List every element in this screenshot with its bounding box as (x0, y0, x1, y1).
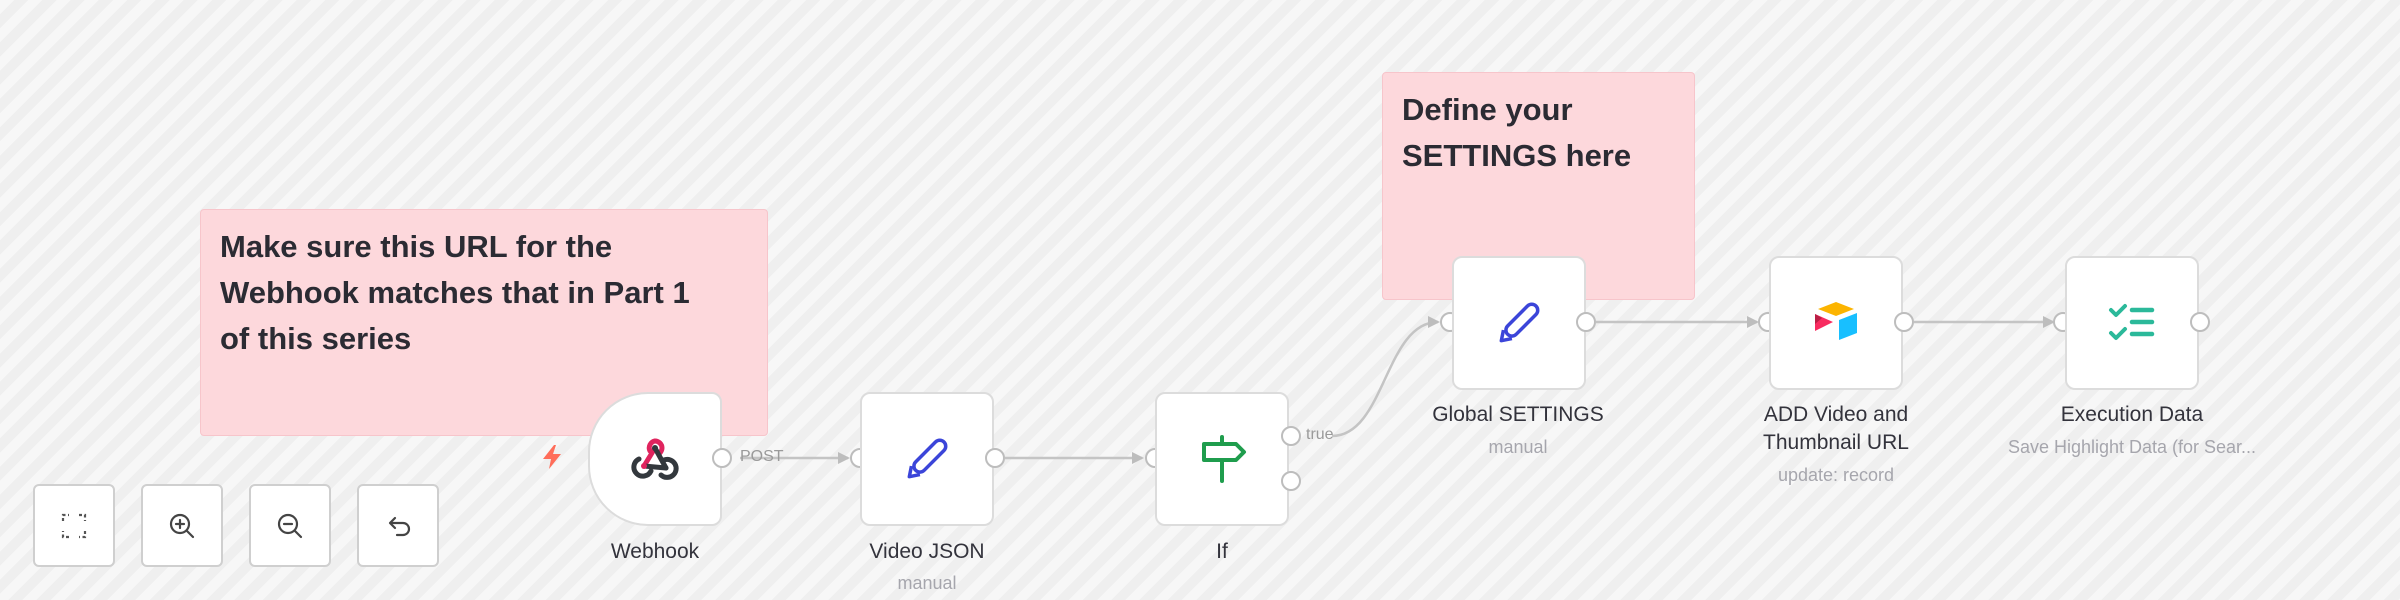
node-title-line: Thumbnail URL (1763, 431, 1909, 454)
video-json-output-handle[interactable] (985, 448, 1005, 468)
node-title-line: ADD Video and (1763, 403, 1909, 426)
sticky-note-line: Make sure this URL for the (220, 229, 613, 264)
node-title: Video JSON (869, 540, 985, 563)
global-settings-output-handle[interactable] (1576, 312, 1596, 332)
sticky-note-webhook-url[interactable]: Make sure this URL for the Webhook match… (200, 209, 768, 436)
node-webhook[interactable] (588, 392, 722, 526)
node-title: If (1216, 540, 1228, 563)
node-subtitle: Save Highlight Data (for Sear... (2007, 437, 2257, 457)
sticky-note-line: SETTINGS here (1402, 138, 1632, 173)
node-execution-data[interactable] (2065, 256, 2199, 390)
airtable-output-handle[interactable] (1894, 312, 1914, 332)
zoom-in-button[interactable] (141, 484, 223, 567)
node-title: Webhook (610, 540, 700, 563)
execution-data-output-handle[interactable] (2190, 312, 2210, 332)
edge-label-true: true (1306, 426, 1334, 443)
if-false-output-handle[interactable] (1281, 471, 1301, 491)
node-airtable[interactable] (1769, 256, 1903, 390)
signpost-icon (1202, 435, 1246, 483)
sticky-note-line: Webhook matches that in Part 1 (220, 275, 690, 310)
node-if[interactable] (1155, 392, 1289, 526)
undo-icon (388, 516, 411, 536)
node-subtitle: manual (897, 573, 957, 593)
bolt-icon (543, 445, 561, 469)
reset-zoom-button[interactable] (357, 484, 439, 567)
pen-icon (1499, 302, 1540, 343)
edge-label-post: POST (740, 448, 784, 465)
node-title: Execution Data (2060, 403, 2204, 426)
node-global-settings[interactable] (1452, 256, 1586, 390)
pen-icon (907, 438, 948, 479)
node-title: Global SETTINGS (1432, 403, 1604, 426)
node-subtitle: update: record (1777, 465, 1895, 485)
zoom-to-fit-button[interactable] (33, 484, 115, 567)
zoom-out-button[interactable] (249, 484, 331, 567)
fit-view-icon (61, 513, 87, 538)
if-true-output-handle[interactable] (1281, 426, 1301, 446)
node-subtitle: manual (1488, 437, 1548, 457)
sticky-note-line: of this series (220, 321, 412, 356)
node-video-json[interactable] (860, 392, 994, 526)
sticky-note-line: Define your (1402, 92, 1573, 127)
webhook-output-handle[interactable] (712, 448, 732, 468)
zoom-out-icon (277, 513, 303, 538)
webhook-icon (631, 438, 679, 480)
zoom-in-icon (169, 513, 195, 538)
airtable-icon (1815, 302, 1857, 340)
checklist-icon (2109, 304, 2155, 340)
